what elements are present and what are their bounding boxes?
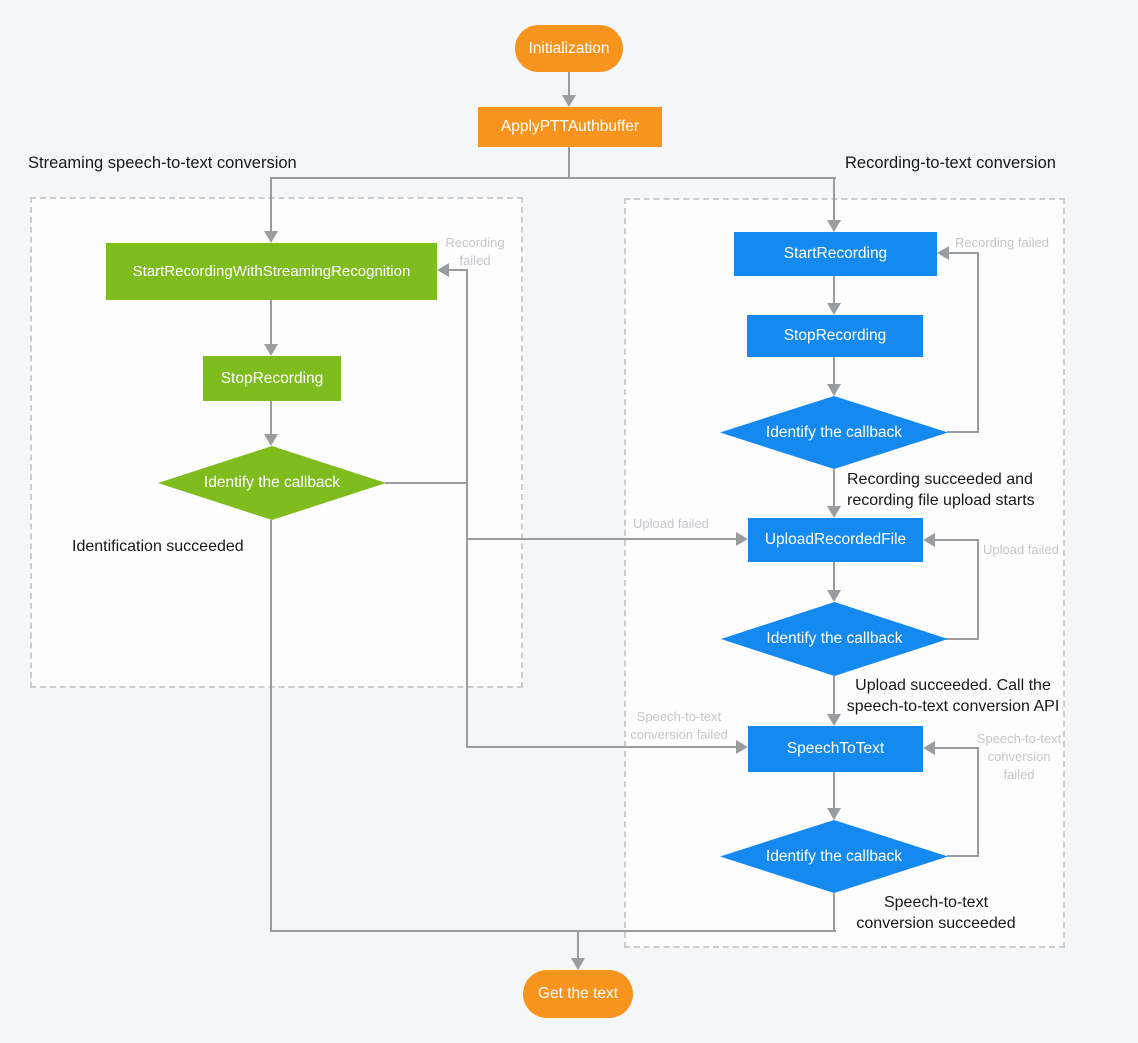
label-recording-failed: Recording failed — [955, 235, 1049, 250]
edge-streaming-diamond-right — [385, 482, 468, 484]
label-upload-failed-right: Upload failed — [983, 542, 1059, 557]
edge-speechtotext-to-diamond3 — [833, 772, 835, 808]
label-recording-succeeded: Recording succeeded and recording file u… — [847, 471, 1035, 509]
node-upload-recorded-file: UploadRecordedFile — [748, 518, 923, 562]
edge-recording-failed-return-streaming — [449, 269, 468, 271]
arrowhead-into-upload — [827, 506, 841, 518]
arrowhead-into-streaming-start — [264, 231, 278, 243]
arrowhead-into-streaming-start-right — [437, 263, 449, 277]
edge-start-to-stop-recording — [833, 276, 835, 303]
arrowhead-into-start-recording-right — [937, 246, 949, 260]
arrowhead-into-speechtotext-right — [923, 741, 935, 755]
arrowhead-into-get-text — [571, 958, 585, 970]
label-recording-failed-streaming: Recording failed — [445, 235, 505, 268]
arrowhead-into-stop-recording — [827, 303, 841, 315]
arrowhead-into-streaming-diamond — [264, 434, 278, 446]
edge-conversion-failed-vertical — [977, 747, 979, 856]
arrowhead-into-speechtotext — [827, 714, 841, 726]
edge-stop-to-diamond1 — [833, 357, 835, 384]
edge-bottom-merge — [270, 930, 836, 932]
edge-conversion-failed-return — [935, 747, 978, 749]
label-conversion-failed-right: Speech-to-text conversion failed — [976, 731, 1062, 782]
node-start-recording: StartRecording — [734, 232, 937, 276]
edge-conversion-failed-crosslink — [466, 746, 736, 748]
edge-split-horizontal — [270, 177, 836, 179]
edge-split-to-streaming-start — [270, 177, 272, 231]
label-conversion-failed-left: Speech-to-text conversion failed — [630, 709, 728, 742]
edge-init-to-apply — [568, 72, 570, 95]
node-apply-ptt-authbuffer: ApplyPTTAuthbuffer — [478, 107, 662, 147]
edge-streaming-start-to-stop — [270, 300, 272, 344]
node-initialization: Initialization — [515, 25, 623, 72]
arrowhead-into-apply — [562, 95, 576, 107]
arrowhead-into-diamond2 — [827, 590, 841, 602]
edge-diamond3-right — [947, 855, 979, 857]
node-stop-recording: StopRecording — [747, 315, 923, 357]
node-get-the-text: Get the text — [523, 970, 633, 1018]
node-stop-recording-streaming: StopRecording — [203, 356, 341, 401]
arrowhead-into-upload-left — [736, 532, 748, 546]
arrowhead-into-start-recording — [827, 220, 841, 232]
edge-diamond3-to-merge — [833, 893, 835, 932]
edge-streaming-failure-vertical — [466, 269, 468, 748]
edge-upload-failed-crosslink — [466, 538, 736, 540]
arrowhead-into-upload-right — [923, 533, 935, 547]
edge-streaming-stop-to-diamond — [270, 401, 272, 434]
arrowhead-into-diamond1 — [827, 384, 841, 396]
label-upload-succeeded: Upload succeeded. Call the speech-to-tex… — [846, 677, 1060, 715]
node-start-recording-with-streaming-recognition: StartRecordingWithStreamingRecognition — [106, 243, 437, 300]
edge-upload-failed-return — [935, 539, 978, 541]
section-title-streaming: Streaming speech-to-text conversion — [28, 154, 297, 172]
edge-diamond2-right — [946, 638, 979, 640]
edge-recording-failed-vertical — [977, 252, 979, 432]
label-upload-failed-left: Upload failed — [633, 516, 709, 531]
edge-diamond1-to-upload — [833, 469, 835, 506]
edge-recording-failed-return — [949, 252, 978, 254]
edge-upload-to-diamond2 — [833, 562, 835, 590]
edge-diamond2-to-speechtotext — [833, 676, 835, 714]
edge-streaming-diamond-to-merge — [270, 520, 272, 932]
arrowhead-into-streaming-stop — [264, 344, 278, 356]
edge-split-to-start-recording — [833, 177, 835, 220]
edge-merge-to-get-text — [577, 930, 579, 958]
arrowhead-into-diamond3 — [827, 808, 841, 820]
label-identification-succeeded: Identification succeeded — [72, 538, 244, 555]
edge-diamond1-right — [947, 431, 979, 433]
label-conversion-succeeded: Speech-to-text conversion succeeded — [856, 894, 1016, 932]
edge-apply-to-split — [568, 147, 570, 178]
arrowhead-into-speechtotext-left — [736, 740, 748, 754]
edge-upload-failed-vertical — [977, 539, 979, 639]
node-speech-to-text: SpeechToText — [748, 726, 923, 772]
section-title-recording: Recording-to-text conversion — [845, 154, 1056, 172]
